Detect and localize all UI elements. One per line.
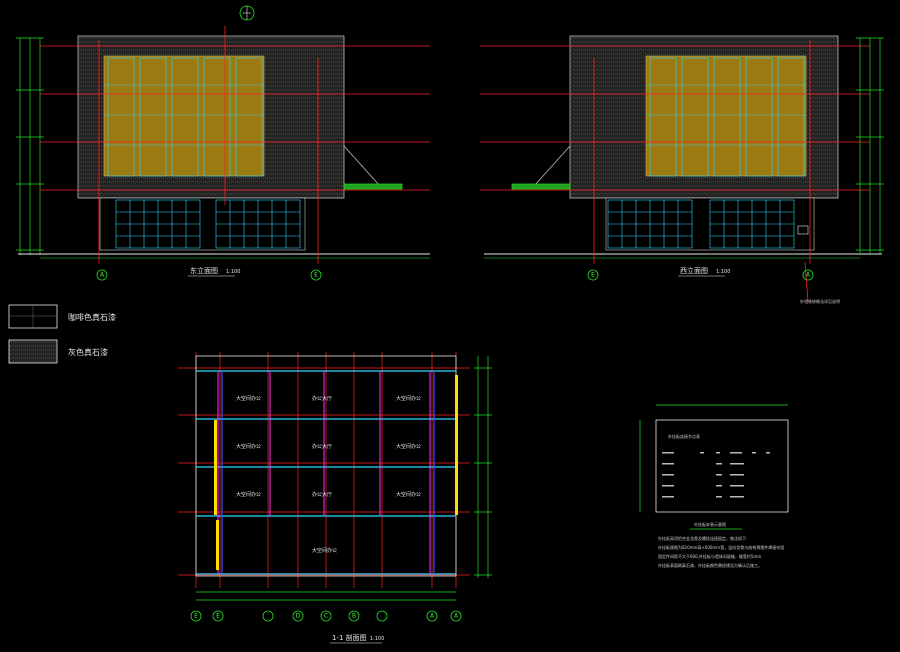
legend-item-gray: 灰色真石漆 bbox=[8, 339, 108, 364]
section-axis-bubbles: E E D C B A A bbox=[190, 610, 462, 622]
east-elevation: A E 东立面图 1:100 bbox=[16, 26, 430, 281]
east-curtain-wall bbox=[115, 199, 301, 249]
svg-text:D: D bbox=[296, 613, 301, 620]
svg-text:大空间办公: 大空间办公 bbox=[396, 395, 421, 402]
svg-text:E: E bbox=[591, 272, 595, 279]
svg-text:大空间办公: 大空间办公 bbox=[312, 547, 337, 554]
gray-stone-swatch bbox=[8, 339, 58, 364]
west-stone-panel bbox=[645, 55, 807, 177]
detail-heading: 外挂板连接节点表 bbox=[668, 433, 700, 439]
legend-label-gray: 灰色真石漆 bbox=[68, 347, 108, 357]
west-windows bbox=[649, 57, 805, 177]
west-elevation-title: 西立面图 bbox=[680, 266, 708, 275]
section-columns bbox=[217, 371, 431, 574]
west-canopy bbox=[511, 145, 571, 190]
east-axis-bubble-left: A bbox=[96, 269, 108, 281]
svg-text:E: E bbox=[314, 272, 318, 279]
section-slabs bbox=[196, 370, 456, 575]
legend-item-coffee: 咖啡色真石漆 bbox=[8, 304, 116, 329]
svg-text:A: A bbox=[100, 272, 105, 279]
east-level-lines bbox=[40, 26, 430, 264]
east-stone-panel bbox=[103, 55, 265, 177]
section-title: 1-1 剖面图 bbox=[332, 633, 367, 642]
north-arrow-icon bbox=[239, 5, 255, 21]
svg-text:A: A bbox=[806, 272, 811, 279]
detail-note-1: 外挂板采用铝合金龙骨及螺栓连接固定，做法如下: bbox=[658, 535, 747, 541]
west-callout-text: 外墙装修做法详见说明 bbox=[800, 298, 840, 304]
west-dimension-chain bbox=[856, 37, 884, 255]
svg-text:E: E bbox=[194, 613, 198, 620]
svg-text:C: C bbox=[324, 613, 328, 620]
svg-text:办公大厅: 办公大厅 bbox=[312, 491, 332, 498]
section-scale: 1:100 bbox=[370, 636, 384, 642]
svg-text:办公大厅: 办公大厅 bbox=[312, 395, 332, 402]
east-dimension-chain bbox=[16, 37, 44, 255]
svg-text:大空间办公: 大空间办公 bbox=[236, 491, 261, 498]
detail-table: 外挂板连接节点表 外挂板安装示意图 外挂板采用铝合金龙骨及螺栓连接固定，做法如下… bbox=[639, 404, 789, 568]
detail-note-4: 外挂板表面刷真石漆，外挂板颜色需经建设方确认后施工。 bbox=[658, 562, 762, 568]
section-1-1: 大空间办公 办公大厅 大空间办公 大空间办公 办公大厅 大空间办公 大空间办公 … bbox=[178, 352, 492, 644]
svg-text:B: B bbox=[352, 613, 356, 620]
svg-text:大空间办公: 大空间办公 bbox=[236, 443, 261, 450]
east-elevation-title: 东立面图 bbox=[190, 266, 218, 275]
svg-text:大空间办公: 大空间办公 bbox=[236, 395, 261, 402]
east-axis-bubble-right: E bbox=[310, 269, 322, 281]
section-dimension-right bbox=[474, 356, 492, 578]
detail-table-rows bbox=[662, 452, 770, 498]
svg-text:A: A bbox=[454, 613, 459, 620]
detail-note-3: 固定件间距不大于600,外挂板与墙体间留缝，缝宽约5mm bbox=[658, 553, 761, 559]
section-room-labels: 大空间办公 办公大厅 大空间办公 大空间办公 办公大厅 大空间办公 大空间办公 … bbox=[236, 395, 421, 554]
east-windows bbox=[107, 57, 263, 177]
detail-caption: 外挂板安装示意图 bbox=[694, 521, 726, 527]
east-canopy bbox=[343, 145, 403, 190]
west-axis-bubble-left: E bbox=[587, 269, 599, 281]
svg-text:A: A bbox=[430, 613, 435, 620]
west-elevation: E A 西立面图 1:100 外墙装修做法详见说明 bbox=[480, 35, 884, 304]
svg-text:E: E bbox=[216, 613, 220, 620]
west-elevation-scale: 1:100 bbox=[716, 269, 730, 275]
section-end-walls bbox=[214, 375, 458, 570]
legend: 咖啡色真石漆 灰色真石漆 bbox=[8, 304, 116, 364]
legend-label-coffee: 咖啡色真石漆 bbox=[68, 312, 116, 322]
west-axis-bubble-right: A bbox=[802, 269, 814, 281]
svg-text:办公大厅: 办公大厅 bbox=[312, 443, 332, 450]
west-curtain-wall bbox=[607, 199, 795, 249]
svg-text:大空间办公: 大空间办公 bbox=[396, 443, 421, 450]
detail-note-2: 外挂板规格为820mm高×600mm宽，竖向龙骨与结构预埋件焊接牢固 bbox=[658, 544, 784, 550]
west-level-lines bbox=[480, 40, 870, 303]
east-elevation-scale: 1:100 bbox=[226, 269, 240, 275]
svg-text:大空间办公: 大空间办公 bbox=[396, 491, 421, 498]
